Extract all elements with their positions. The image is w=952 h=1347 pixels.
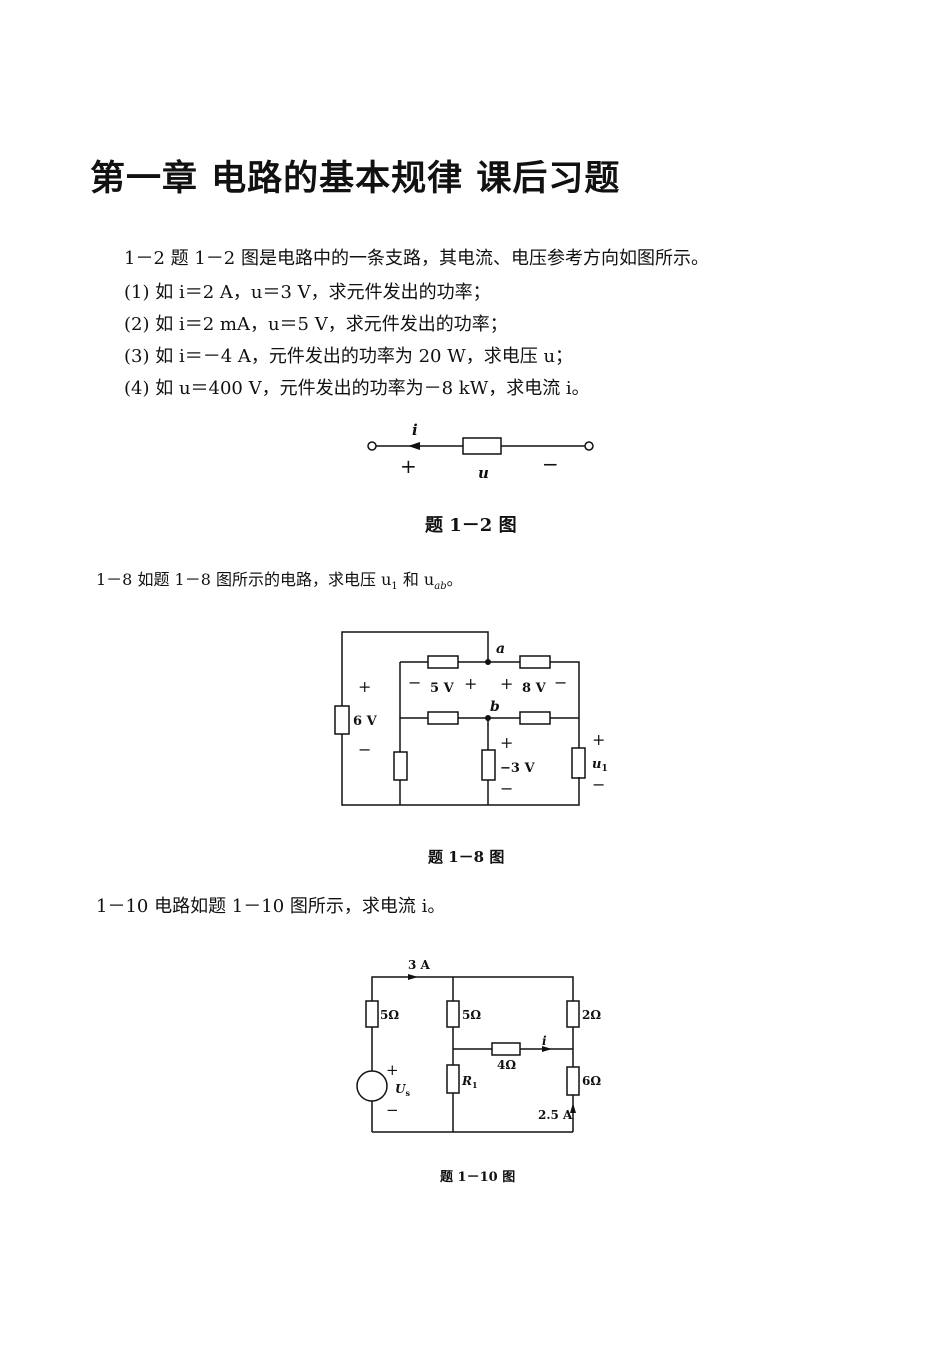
resistor-6v xyxy=(334,705,350,735)
resistor-8v xyxy=(519,655,551,669)
label-5ohm-mid: 5Ω xyxy=(462,1008,481,1022)
label-us: Us xyxy=(395,1082,410,1098)
label-b: b xyxy=(490,699,500,715)
figure-1-10: 3 A 5Ω 5Ω 2Ω 4Ω 6Ω i R1 + Us − 2.5 A xyxy=(356,958,601,1133)
problem-1-2-part-2: (2) 如 i＝2 mA，u＝5 V，求元件发出的功率； xyxy=(124,314,508,335)
wire-top-right xyxy=(550,661,580,718)
label-8v-plus: + xyxy=(500,674,513,693)
resistor-5v xyxy=(427,655,459,669)
resistor-2 xyxy=(566,1000,580,1028)
resistor-r1 xyxy=(446,1064,460,1094)
problem-1-2-part-4: (4) 如 u＝400 V，元件发出的功率为－8 kW，求电流 i。 xyxy=(124,378,590,399)
label-4ohm: 4Ω xyxy=(497,1058,516,1072)
label-us-minus: − xyxy=(386,1101,399,1119)
label-5v-plus: + xyxy=(464,674,477,693)
label-u1-main: u xyxy=(592,757,601,772)
label-i: i xyxy=(542,1034,547,1048)
problem-1-2-part-3: (3) 如 i＝－4 A，元件发出的功率为 20 W，求电压 u； xyxy=(124,346,574,367)
resistor-mid-right xyxy=(519,711,551,725)
current-arrow-icon xyxy=(408,442,420,450)
problem-1-8-statement: 1－8 如题 1－8 图所示的电路，求电压 u1 和 uab。 xyxy=(96,566,463,592)
element-resistor xyxy=(462,437,502,455)
resistor-5-mid xyxy=(446,1000,460,1028)
terminal-right xyxy=(584,441,594,451)
resistor-mid-left xyxy=(427,711,459,725)
problem-1-10-statement: 1－10 电路如题 1－10 图所示，求电流 i。 xyxy=(96,896,446,917)
resistor-6 xyxy=(566,1066,580,1096)
label-minus3v-minus: − xyxy=(500,779,513,798)
label-i: i xyxy=(412,421,418,439)
node-a xyxy=(485,659,491,665)
wire-outer-top xyxy=(341,631,489,706)
label-6ohm: 6Ω xyxy=(582,1074,601,1088)
label-u1-plus: + xyxy=(592,730,605,749)
wire-top xyxy=(371,976,574,1001)
label-r1: R1 xyxy=(461,1074,478,1090)
arrow-25a-icon xyxy=(570,1103,576,1113)
label-6v: 6 V xyxy=(353,714,378,729)
label-3a: 3 A xyxy=(408,958,431,972)
label-plus: + xyxy=(400,454,417,478)
label-6v-minus: − xyxy=(358,740,371,759)
problem-1-8-end: 。 xyxy=(446,570,463,589)
label-u1-sub: 1 xyxy=(601,764,607,774)
resistor-5-left xyxy=(365,1000,379,1028)
label-5v-minus: − xyxy=(408,673,421,692)
label-minus3v: −3 V xyxy=(500,761,535,776)
label-a: a xyxy=(496,641,505,657)
problem-1-2-part-1: (1) 如 i＝2 A，u＝3 V，求元件发出的功率； xyxy=(124,282,491,303)
source-us-icon xyxy=(356,1070,388,1102)
label-25a: 2.5 A xyxy=(538,1108,573,1122)
label-minus3v-plus: + xyxy=(500,733,513,752)
label-u1: u1 xyxy=(592,757,608,774)
label-r1-sub: 1 xyxy=(472,1080,478,1090)
problem-1-8-and: 和 u xyxy=(397,570,435,589)
caption-1-8: 题 1－8 图 xyxy=(428,848,505,866)
resistor-minus3v xyxy=(481,749,496,781)
figure-1-8: a b − 5 V + + 8 V − + 6 V − + −3 V − + u… xyxy=(334,631,608,806)
label-5ohm-left: 5Ω xyxy=(380,1008,399,1022)
subscript-ab: ab xyxy=(434,581,447,593)
label-5v: 5 V xyxy=(430,681,455,696)
resistor-left-vertical xyxy=(393,751,408,781)
label-u1-minus: − xyxy=(592,775,605,794)
resistor-4 xyxy=(491,1042,521,1056)
label-minus: − xyxy=(542,452,559,476)
resistor-u1 xyxy=(571,747,586,779)
caption-1-2: 题 1－2 图 xyxy=(425,515,517,536)
problem-1-2-statement: 1－2 题 1－2 图是电路中的一条支路，其电流、电压参考方向如图所示。 xyxy=(124,248,709,269)
terminal-left xyxy=(367,441,377,451)
wire-bottom xyxy=(341,734,580,806)
label-2ohm: 2Ω xyxy=(582,1008,601,1022)
label-u: u xyxy=(478,464,489,482)
arrow-3a-icon xyxy=(408,974,418,980)
figure-1-2: i + u − xyxy=(367,421,594,482)
label-us-main: U xyxy=(395,1082,407,1096)
caption-1-10: 题 1－10 图 xyxy=(440,1170,516,1185)
subscript-1: 1 xyxy=(391,581,398,593)
label-8v: 8 V xyxy=(522,681,547,696)
problem-1-8-text: 1－8 如题 1－8 图所示的电路，求电压 u xyxy=(96,570,392,589)
label-us-sub: s xyxy=(405,1088,410,1098)
label-r1-main: R xyxy=(461,1074,472,1088)
label-6v-plus: + xyxy=(358,677,371,696)
label-us-plus: + xyxy=(386,1061,399,1079)
page-title: 第一章 电路的基本规律 课后习题 xyxy=(90,159,621,199)
node-b xyxy=(485,715,491,721)
label-8v-minus: − xyxy=(554,673,567,692)
arrow-i-icon xyxy=(542,1046,552,1052)
